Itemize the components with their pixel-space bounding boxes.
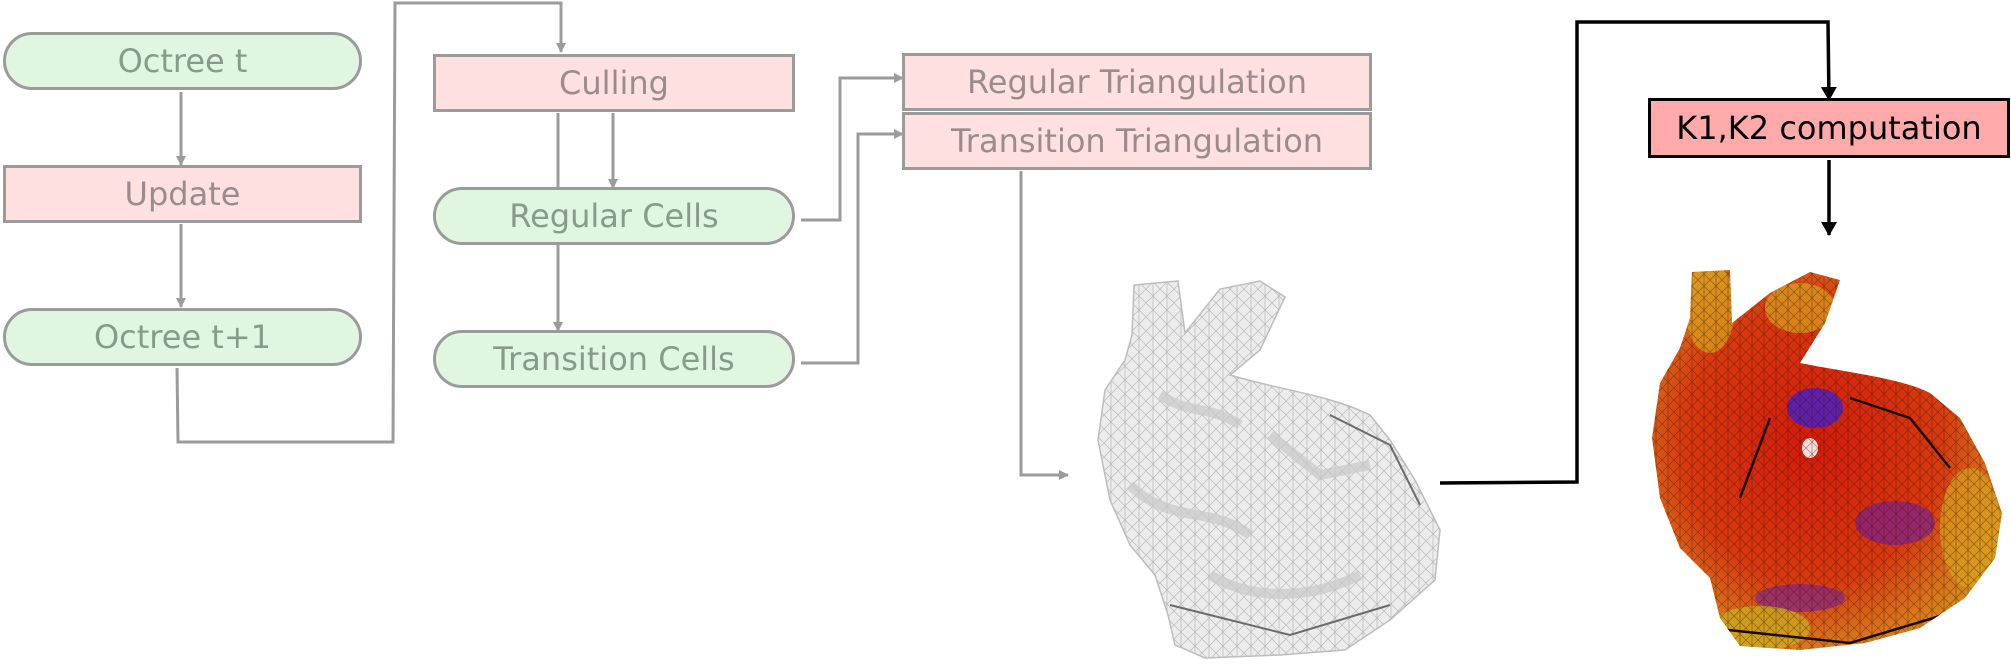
node-culling: Culling: [433, 54, 795, 112]
arrow-octree-t1-to-culling: [175, 1, 566, 444]
arrow-transition-cells-to-transition-triangulation: [801, 129, 904, 365]
gray-bunny-mesh-image: [1097, 280, 1441, 659]
node-update: Update: [3, 165, 362, 223]
arrow-transition-triangulation-to-mesh: [1019, 171, 1069, 480]
node-regular-cells: Regular Cells: [433, 187, 795, 245]
curvature-bunny-mesh-image: [1652, 270, 2002, 650]
node-transition-triangulation: Transition Triangulation: [902, 112, 1372, 170]
arrow-regular-cells-to-regular-triangulation: [801, 73, 904, 222]
node-transition-cells: Transition Cells: [433, 330, 795, 388]
node-octree-t1: Octree t+1: [3, 308, 362, 366]
node-regular-triangulation: Regular Triangulation: [902, 53, 1372, 111]
arrow-mesh-to-k1k2: [1439, 20, 1837, 485]
node-octree-t: Octree t: [3, 32, 362, 90]
node-k1k2-computation: K1,K2 computation: [1648, 98, 2010, 158]
